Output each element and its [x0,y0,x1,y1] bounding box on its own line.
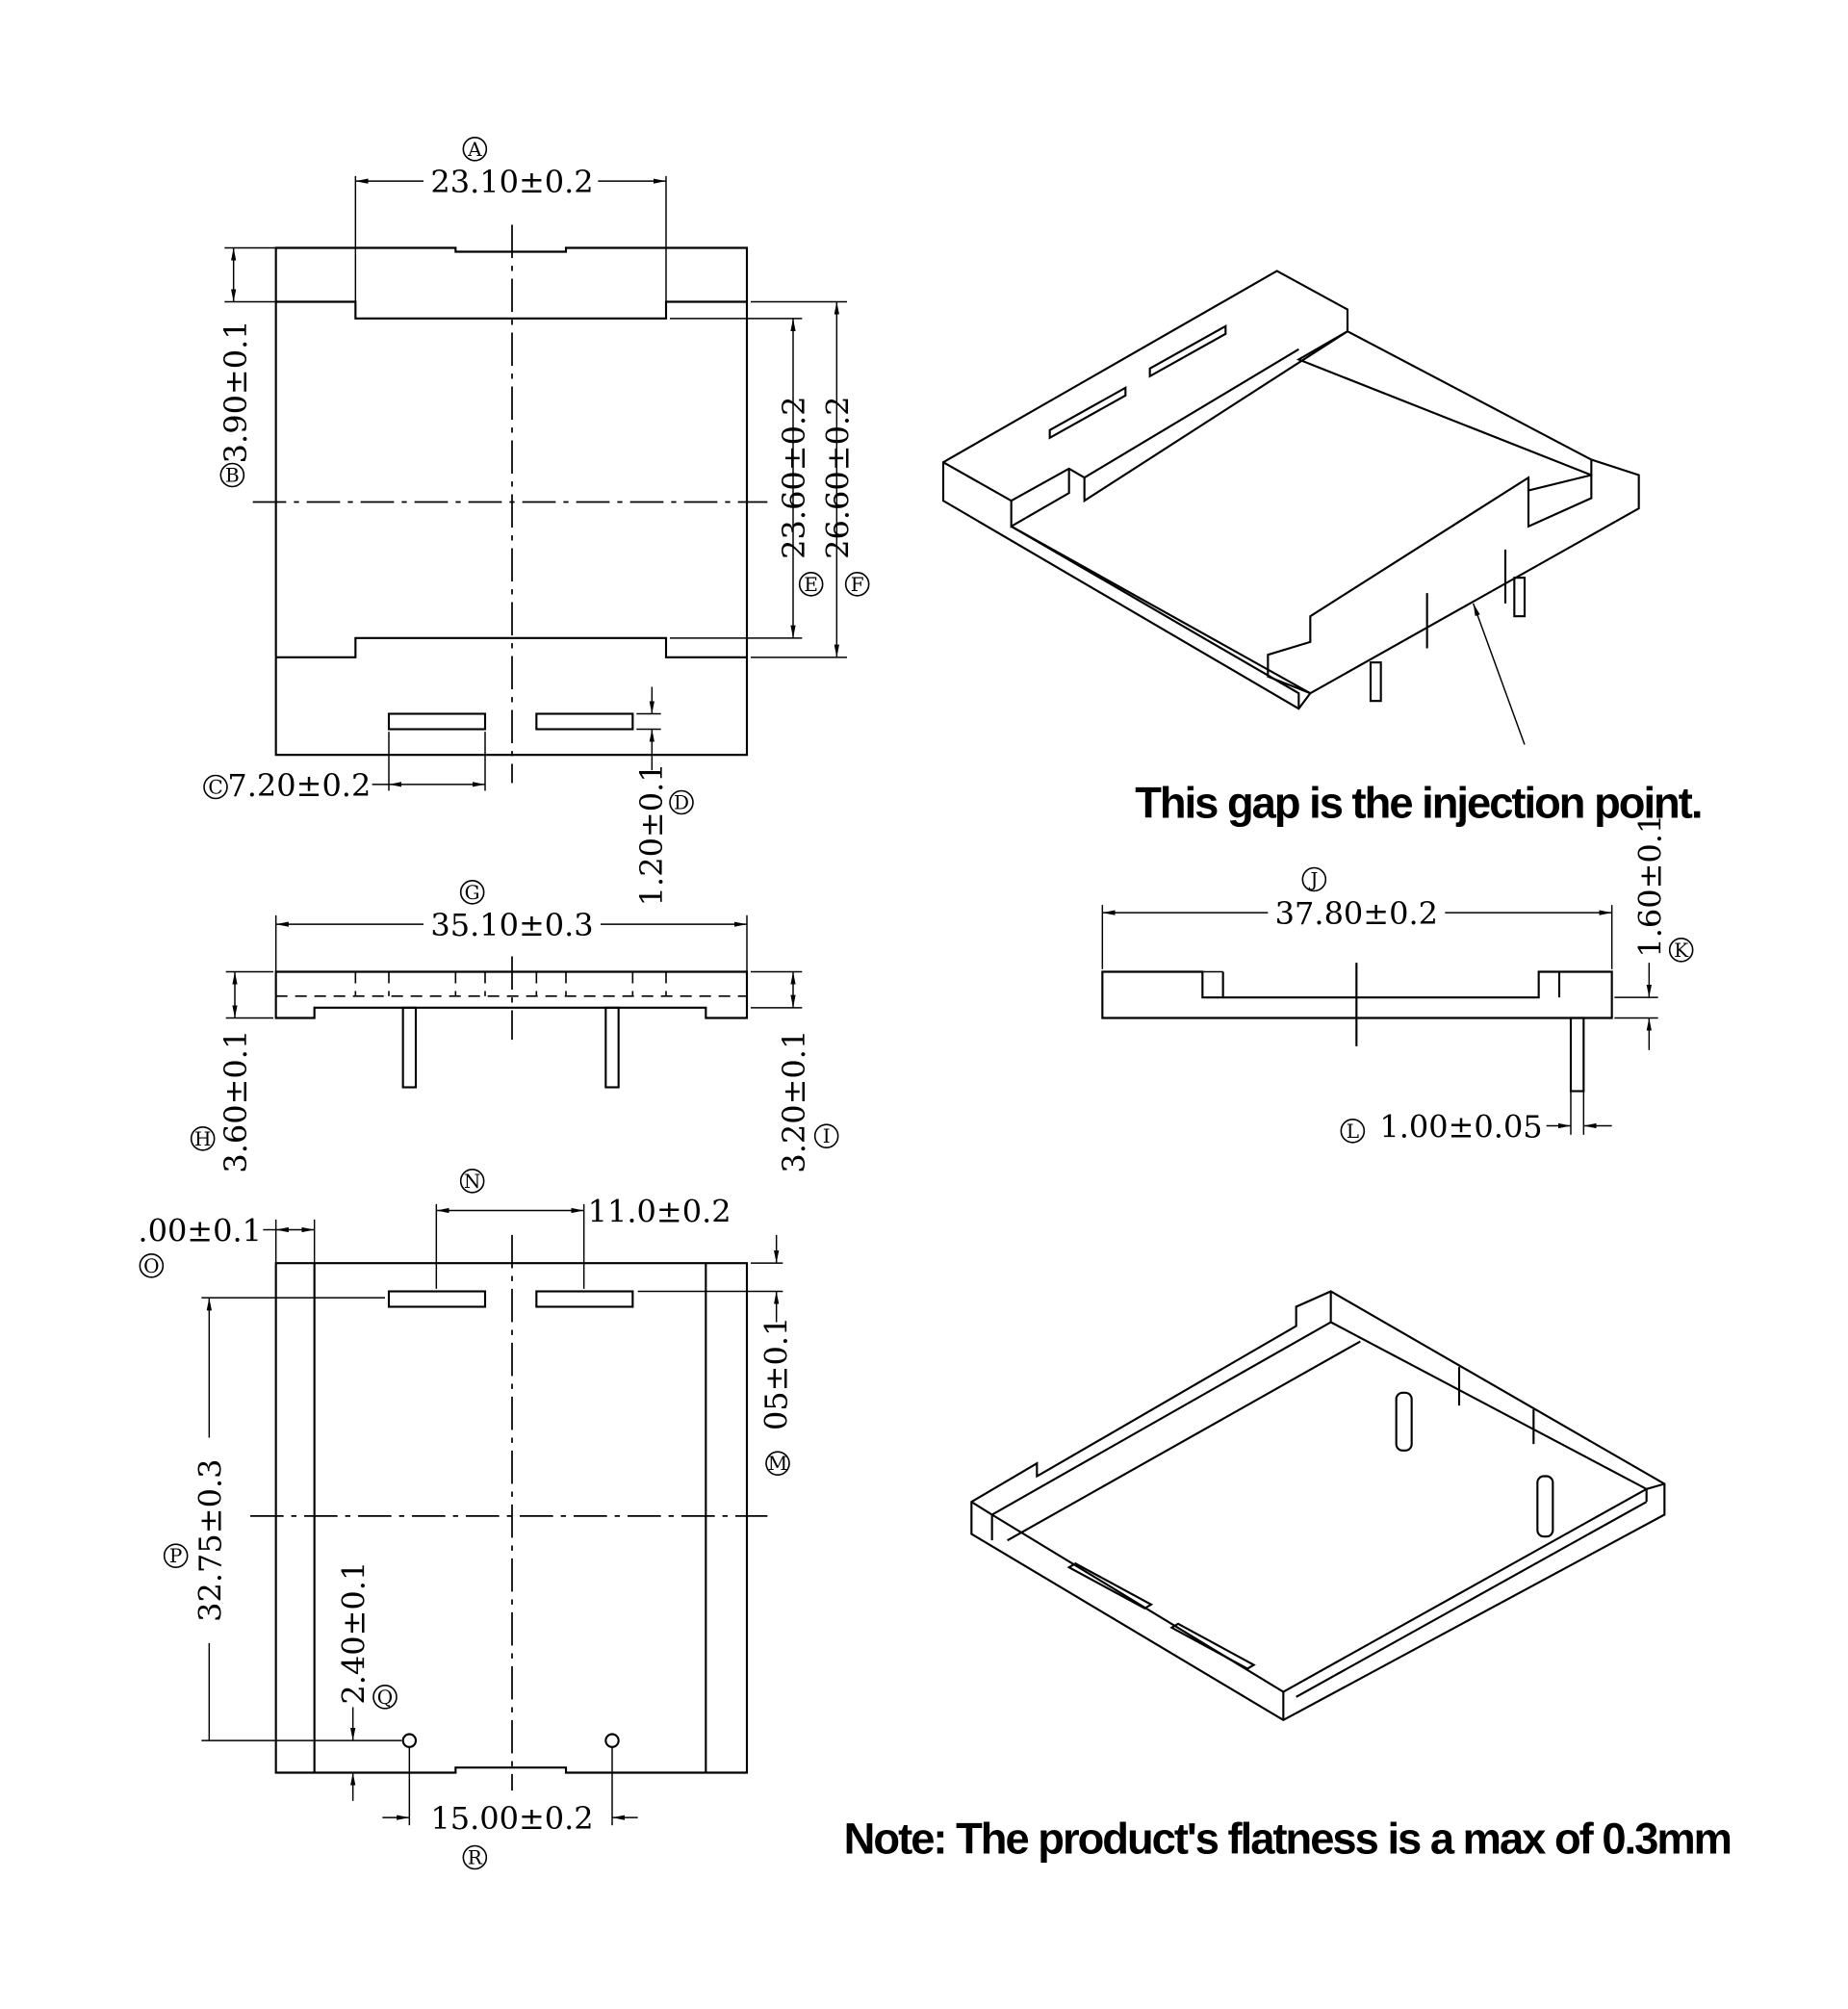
pin [401,1006,418,1089]
dim-c-value: 7.20±0.2 [227,767,371,804]
end-view: 37.80±0.2 J 1.60±0.1 K 1.00±0.05 L [1101,814,1694,1146]
dim-r-tag: R [468,1846,483,1869]
bottom-view: 11.0±0.2 N .00±0.1 O 05±0.1 M 32.75±0.3 … [138,1169,794,1870]
dim-p-value: 32.75±0.3 [192,1459,228,1622]
dim-j-tag: J [1308,868,1318,891]
isometric-bottom-view [970,1290,1666,1722]
pin-hole [401,1733,418,1748]
dim-k-tag: K [1674,939,1689,962]
dim-g-value: 35.10±0.3 [430,907,593,943]
dim-i-tag: I [823,1124,831,1147]
slot [535,1290,634,1308]
side-view: 35.10±0.3 G 3.60±0.1 H 3.20±0.1 I [190,880,839,1173]
dim-a-tag: A [467,138,482,161]
dim-b-tag: B [225,464,240,487]
dim-n-value: 11.0±0.2 [588,1194,732,1230]
slot [387,1290,487,1308]
pin [1569,1017,1585,1093]
dim-q-tag: Q [377,1686,393,1709]
dim-o-tag: O [143,1254,159,1277]
dim-c-tag: C [208,776,222,799]
dim-h-value: 3.60±0.1 [218,1030,254,1173]
dim-a-value: 23.10±0.2 [430,164,593,200]
dim-o-value: .00±0.1 [138,1213,262,1249]
slot [387,712,487,731]
injection-point-note: This gap is the injection point. [1135,779,1701,828]
dim-b-value: 3.90±0.1 [218,320,254,463]
dim-r-value: 15.00±0.2 [430,1800,593,1837]
slot [535,712,634,731]
dim-k-value: 1.60±0.1 [1631,814,1668,958]
pin-hole [604,1733,620,1748]
dim-n-tag: N [464,1170,481,1193]
dim-q-value: 2.40±0.1 [336,1561,372,1705]
flatness-note: Note: The product's flatness is a max of… [844,1815,1731,1864]
dim-p-tag: P [169,1544,182,1567]
dim-l-tag: L [1347,1120,1359,1143]
dim-e-tag: E [804,573,818,596]
dim-e-value: 23.60±0.2 [776,397,812,559]
dim-j-value: 37.80±0.2 [1275,895,1438,932]
dim-g-tag: G [465,881,480,904]
dim-m-value: 05±0.1 [757,1317,794,1430]
dim-l-value: 1.00±0.05 [1379,1109,1542,1146]
pin [604,1006,620,1089]
dim-m-tag: M [768,1452,787,1475]
dim-h-tag: H [194,1127,211,1150]
dim-f-tag: F [851,573,864,596]
isometric-top-view [941,270,1640,745]
top-view: 23.10±0.2 A 3.90±0.1 B 23.60±0.2 E 26.60… [203,137,870,906]
dim-f-value: 26.60±0.2 [819,397,856,559]
dim-i-value: 3.20±0.1 [776,1030,812,1173]
dim-d-value: 1.20±0.1 [633,762,670,906]
dim-d-tag: D [674,791,689,814]
